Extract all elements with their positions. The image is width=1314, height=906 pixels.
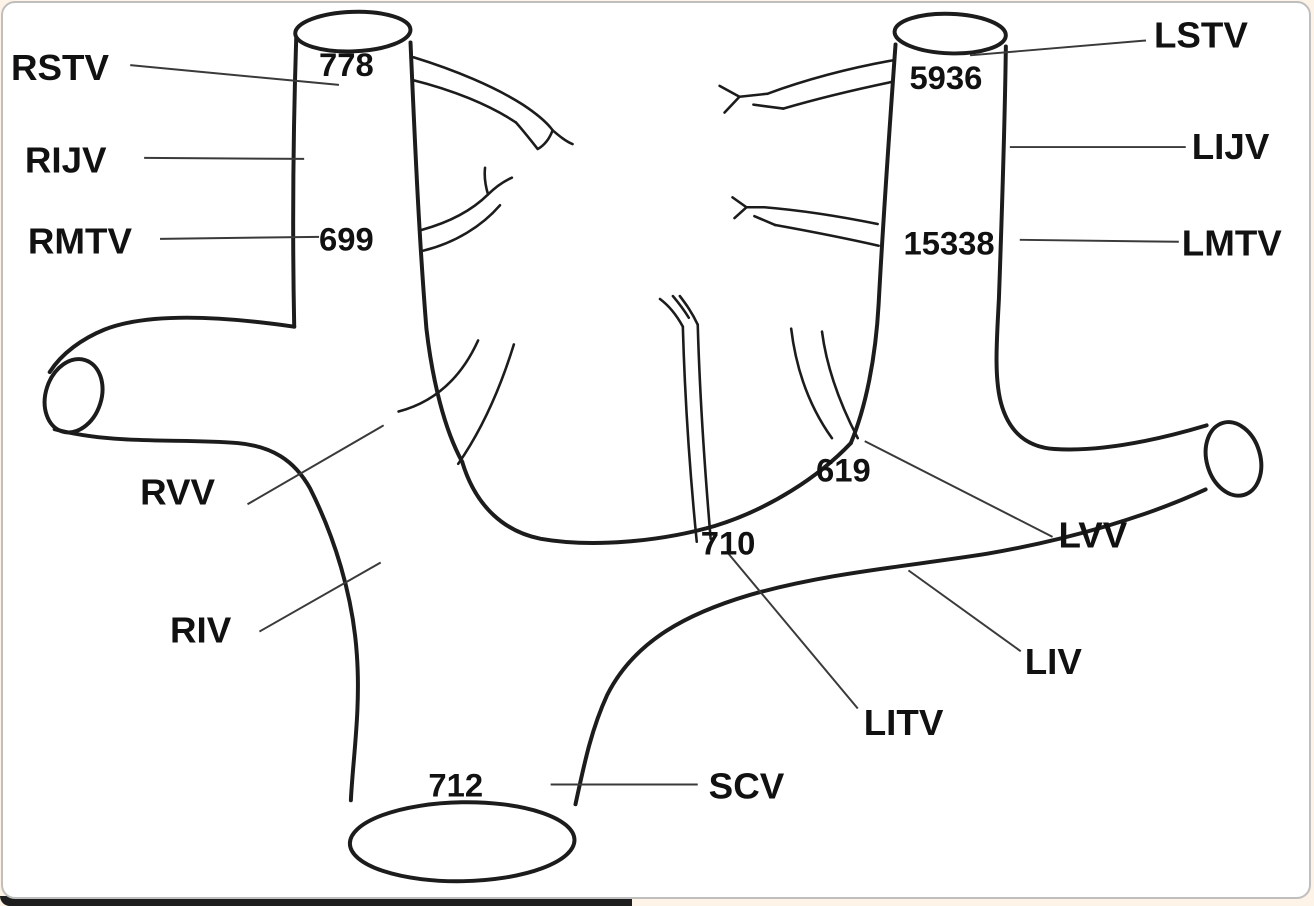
vessel-outlines xyxy=(42,9,1264,884)
label-lvv: LVV xyxy=(1059,515,1128,556)
value-lstv-site: 5936 xyxy=(909,59,982,96)
value-scv-site: 712 xyxy=(428,766,483,803)
value-lvv-site: 619 xyxy=(816,452,871,489)
rstv-branch-upper xyxy=(412,55,554,132)
leader-rmtv xyxy=(160,235,320,240)
litv-fork xyxy=(658,294,700,328)
window-edge-strip xyxy=(0,896,632,906)
leader-lines xyxy=(130,39,1186,786)
label-scv: SCV xyxy=(709,765,785,806)
lmtv-branch-upper xyxy=(763,205,879,226)
label-lstv: LSTV xyxy=(1154,15,1249,56)
rijv-left-edge xyxy=(291,36,299,329)
rijv-top-opening xyxy=(293,9,413,54)
lvv-vessel xyxy=(789,327,834,440)
leader-lmtv xyxy=(1019,238,1179,243)
site-values: 778 699 5936 15338 619 710 712 xyxy=(319,46,995,803)
lstv-branch-upper xyxy=(766,58,895,96)
lijv-top-opening xyxy=(892,11,1008,56)
scv-right-and-innominate-bottom-edge xyxy=(573,487,1208,807)
left-subclavian-opening xyxy=(1203,420,1264,498)
lvv-vessel-inner xyxy=(820,330,860,440)
rmtv-branch-upper xyxy=(420,193,490,232)
left-innominate-top-edge xyxy=(460,441,853,545)
label-rstv: RSTV xyxy=(11,47,110,88)
lstv-fork xyxy=(718,84,785,114)
label-lmtv: LMTV xyxy=(1182,223,1283,264)
leader-litv xyxy=(726,551,859,710)
leader-rvv xyxy=(247,424,385,506)
label-lijv: LIJV xyxy=(1192,126,1270,167)
rstv-branch-lower xyxy=(411,78,518,124)
rijv-right-edge xyxy=(408,40,465,464)
rvv-vessel xyxy=(397,339,480,413)
label-litv: LITV xyxy=(864,702,944,743)
value-lmtv-site: 15338 xyxy=(903,225,994,262)
rvv-vessel-inner xyxy=(456,343,516,466)
right-innominate-outer-edge xyxy=(52,427,360,803)
vein-diagram: RSTV RIJV RMTV RVV RIV LSTV LIJV LMTV LV… xyxy=(11,9,1282,884)
scv-bottom-opening xyxy=(347,800,577,884)
label-liv: LIV xyxy=(1025,641,1083,682)
label-rmtv: RMTV xyxy=(28,221,133,262)
rstv-fork xyxy=(514,121,574,151)
leader-lstv xyxy=(969,39,1147,57)
leader-riv xyxy=(258,561,382,633)
value-rstv-site: 778 xyxy=(319,46,374,83)
litv-vessel-left xyxy=(681,325,699,544)
tributary-vessels xyxy=(397,55,895,544)
leader-liv xyxy=(907,569,1022,653)
lijv-left-edge xyxy=(848,42,898,446)
right-subclavian-opening xyxy=(42,357,105,435)
lstv-branch-lower xyxy=(781,80,893,110)
leader-rstv xyxy=(130,64,340,86)
vein-labels: RSTV RIJV RMTV RVV RIV LSTV LIJV LMTV LV… xyxy=(11,15,1282,807)
value-litv-site: 710 xyxy=(701,525,756,562)
rmtv-branch-lower xyxy=(422,204,502,252)
lijv-right-edge-and-left-subclavian-top xyxy=(994,44,1209,452)
leader-lvv xyxy=(864,440,1054,538)
lmtv-branch-lower xyxy=(773,223,880,248)
leader-rijv xyxy=(144,156,305,160)
value-rmtv-site: 699 xyxy=(319,221,374,258)
litv-vessel-right xyxy=(696,323,712,541)
label-riv: RIV xyxy=(170,610,232,651)
label-rvv: RVV xyxy=(140,471,215,512)
label-rijv: RIJV xyxy=(25,140,107,181)
rmtv-fork xyxy=(483,166,514,196)
right-subclavian-top-edge xyxy=(47,315,297,375)
lmtv-fork xyxy=(731,196,777,227)
